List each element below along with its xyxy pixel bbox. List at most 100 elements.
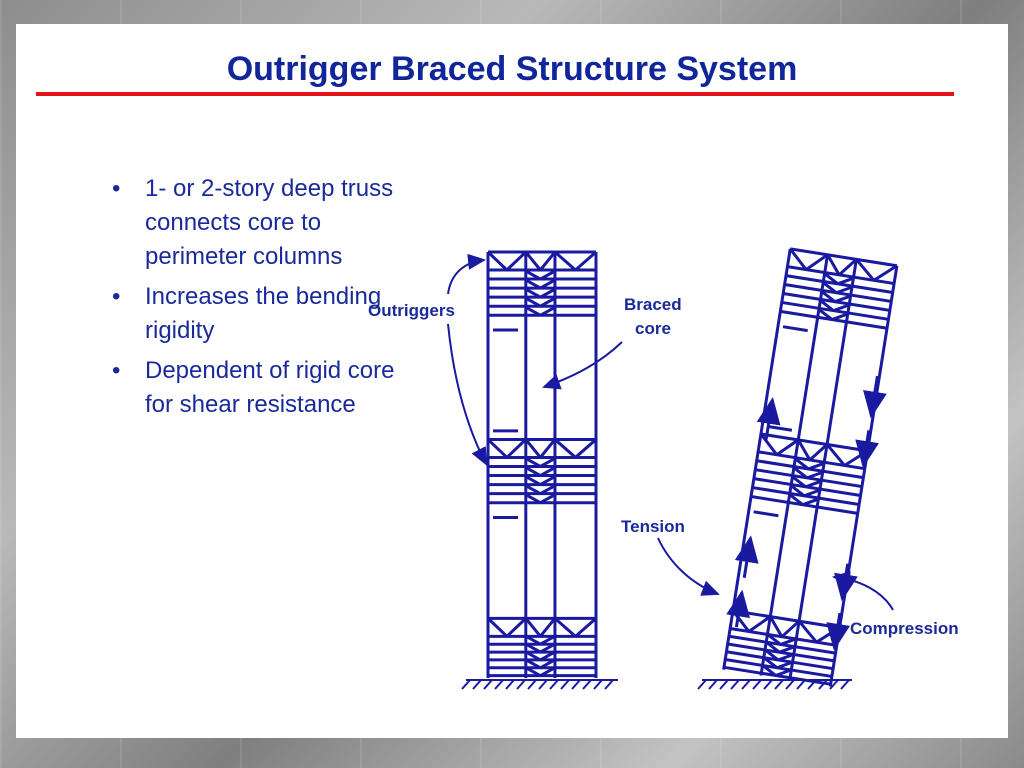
core-brace bbox=[802, 497, 819, 507]
hatch-tick bbox=[461, 679, 471, 690]
core-brace bbox=[835, 285, 853, 295]
truss-diagonal bbox=[759, 433, 778, 456]
core-brace bbox=[805, 479, 822, 489]
bullet-text: 1- or 2-story deep truss connects core t… bbox=[145, 175, 394, 270]
truss-diagonal bbox=[553, 438, 577, 459]
core-brace bbox=[539, 658, 556, 670]
core-brace bbox=[834, 294, 852, 304]
core-brace bbox=[525, 634, 542, 646]
core-brace bbox=[539, 287, 556, 299]
hatch-tick bbox=[763, 679, 773, 690]
core-brace bbox=[837, 276, 854, 286]
deflected-building bbox=[722, 247, 899, 687]
core-brace bbox=[764, 648, 780, 662]
core-brace bbox=[806, 470, 824, 480]
hatch-tick bbox=[604, 679, 614, 690]
core-brace bbox=[777, 652, 795, 662]
braced-core-label-line2: core bbox=[635, 319, 671, 338]
truss-diagonal bbox=[574, 250, 597, 272]
core-brace bbox=[525, 658, 542, 670]
core-brace bbox=[539, 475, 556, 486]
truss-diagonal bbox=[838, 258, 858, 276]
truss-diagonal bbox=[808, 443, 829, 462]
hatch-tick bbox=[538, 679, 548, 690]
core-brace bbox=[776, 660, 794, 670]
bullet-item: •Increases the bending rigidity bbox=[112, 280, 412, 348]
core-brace bbox=[525, 493, 542, 505]
core-brace bbox=[525, 466, 542, 477]
truss-diagonal bbox=[873, 264, 898, 282]
hatch-tick bbox=[472, 679, 482, 690]
hatch-tick bbox=[807, 679, 817, 690]
truss-diagonal bbox=[574, 617, 597, 638]
core-brace bbox=[539, 493, 556, 505]
leader-arrows bbox=[447, 253, 894, 611]
ground-hatch-left bbox=[461, 679, 618, 690]
truss-diagonal bbox=[486, 250, 508, 272]
hatch-tick bbox=[741, 679, 751, 690]
bullet-text: Dependent of rigid core for shear resist… bbox=[145, 357, 395, 418]
truss-diagonal bbox=[768, 615, 784, 638]
truss-diagonal bbox=[505, 250, 527, 272]
core-brace bbox=[794, 457, 810, 471]
bullet-item: •Dependent of rigid core for shear resis… bbox=[112, 354, 412, 422]
core-brace bbox=[525, 642, 542, 654]
core-brace bbox=[539, 269, 556, 281]
outrigger-diagram: Outriggers Braced core Tension Compressi… bbox=[368, 247, 959, 690]
core-brace bbox=[820, 290, 836, 303]
upright-building bbox=[486, 250, 598, 678]
truss-diagonal bbox=[524, 251, 542, 271]
truss-diagonal bbox=[505, 438, 527, 459]
core-brace bbox=[525, 278, 542, 290]
truss-diagonal bbox=[524, 438, 542, 459]
bullet-item: •1- or 2-story deep truss connects core … bbox=[112, 172, 412, 274]
core-brace bbox=[832, 303, 850, 313]
outriggers-arrow-upper bbox=[447, 253, 486, 295]
hatch-tick bbox=[840, 679, 850, 690]
hatch-tick bbox=[796, 679, 806, 690]
tension-label: Tension bbox=[621, 517, 685, 536]
core-brace bbox=[819, 299, 835, 312]
truss-diagonal bbox=[539, 438, 557, 459]
core-brace bbox=[807, 461, 825, 471]
truss-diagonal bbox=[826, 254, 841, 276]
force-arrow bbox=[726, 589, 750, 628]
core-brace bbox=[762, 656, 778, 669]
hatch-tick bbox=[494, 679, 504, 690]
core-brace bbox=[765, 640, 781, 654]
force-arrow bbox=[756, 396, 781, 440]
core-brace bbox=[818, 308, 833, 321]
outrigger-chord bbox=[732, 609, 840, 630]
outrigger-chord bbox=[760, 432, 868, 453]
truss-diagonal bbox=[747, 615, 772, 633]
truss-diagonal bbox=[539, 251, 557, 271]
core-brace bbox=[778, 645, 796, 654]
hatch-tick bbox=[818, 679, 828, 690]
core-brace bbox=[539, 305, 556, 317]
outriggers-label: Outriggers bbox=[368, 301, 455, 320]
truss-diagonal bbox=[805, 253, 829, 271]
core-brace bbox=[822, 281, 838, 294]
truss-diagonal bbox=[486, 617, 508, 638]
compression-arrow bbox=[832, 570, 894, 611]
truss-diagonal bbox=[505, 617, 527, 638]
core-brace bbox=[539, 296, 556, 308]
hatch-tick bbox=[516, 679, 526, 690]
hatch-tick bbox=[774, 679, 784, 690]
core-brace bbox=[525, 305, 542, 317]
hatch-tick bbox=[582, 679, 592, 690]
truss-diagonal bbox=[574, 438, 597, 459]
truss-diagonal bbox=[524, 617, 542, 638]
core-brace bbox=[823, 272, 839, 285]
core-brace bbox=[791, 475, 807, 488]
core-brace bbox=[831, 312, 849, 321]
force-arrow bbox=[855, 430, 879, 468]
hatch-tick bbox=[593, 679, 603, 690]
core-brace bbox=[539, 666, 556, 677]
core-brace bbox=[775, 668, 792, 677]
force-arrow bbox=[826, 612, 851, 651]
core-brace bbox=[525, 484, 542, 495]
truss-diagonal bbox=[553, 250, 577, 272]
truss-diagonal bbox=[780, 620, 801, 638]
core-brace bbox=[780, 637, 797, 646]
